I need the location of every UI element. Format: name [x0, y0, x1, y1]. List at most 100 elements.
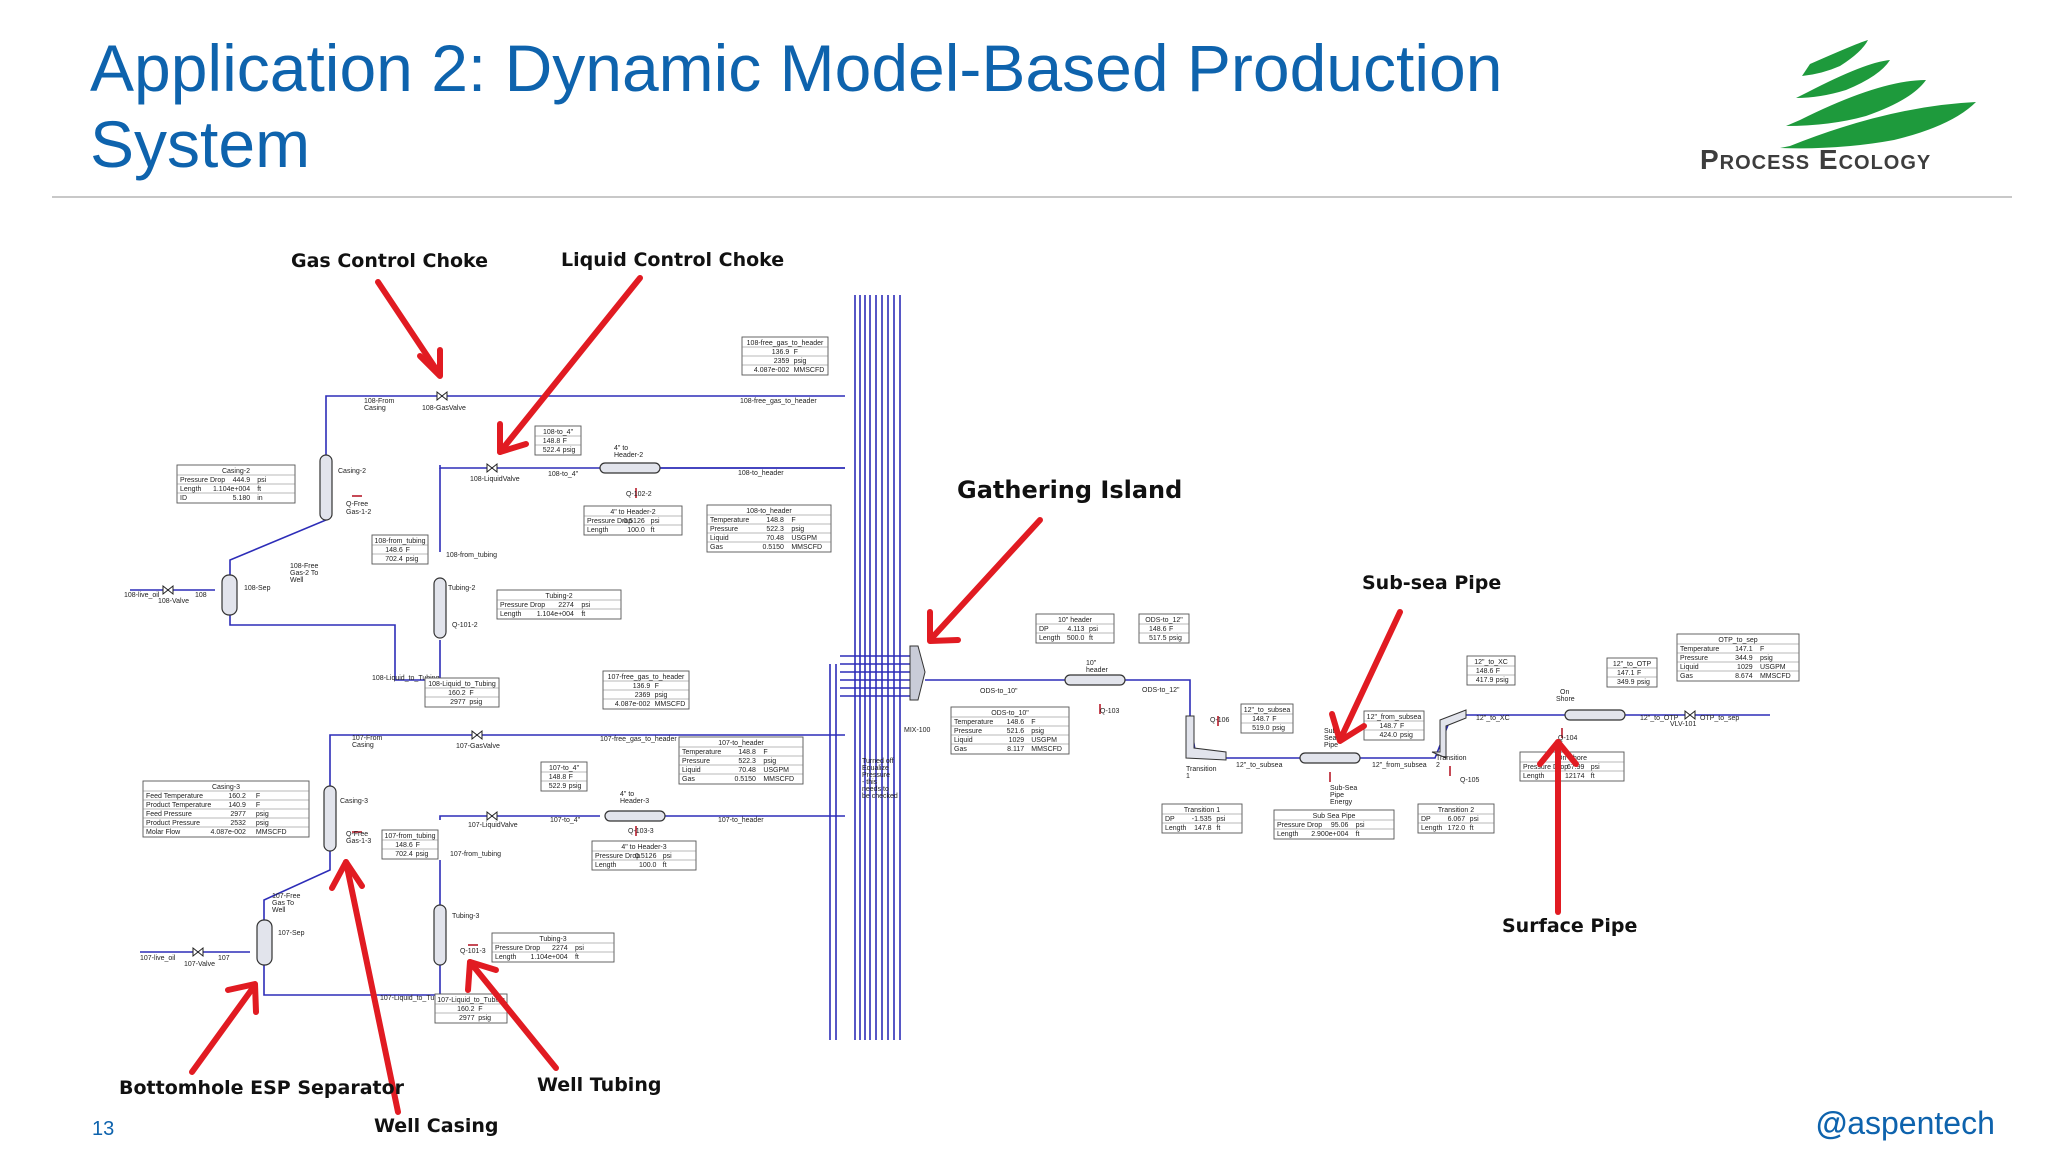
- table-cell: DP: [1039, 626, 1049, 633]
- table-cell: Pressure: [954, 728, 982, 735]
- table-cell: 6.067: [1448, 816, 1466, 823]
- valve-vlv-101[interactable]: [1684, 709, 1696, 721]
- table-cell: 4.087e-002: [754, 367, 790, 374]
- table-cell: 0.5126: [623, 518, 645, 525]
- table-title: Casing-3: [212, 784, 240, 791]
- table-cell: Gas: [710, 544, 723, 551]
- slide-number: 13: [92, 1118, 115, 1140]
- table-cell: 147.1: [1617, 670, 1635, 677]
- table-cell: F: [655, 683, 659, 690]
- transition-2-pipe: [1431, 709, 1467, 759]
- table-title: 4" to Header-2: [610, 509, 655, 516]
- mixer-mix-100: [909, 645, 926, 701]
- stream-label: Q-102-2: [626, 491, 652, 498]
- aspentech-logo: @aspentech: [1816, 1105, 1995, 1142]
- table-title: 108-from_tubing: [375, 538, 426, 545]
- stream-label: 108-from_tubing: [446, 552, 497, 559]
- stream-label: Q-106: [1210, 717, 1230, 724]
- table-cell: 522.3: [738, 758, 756, 765]
- table-title: 107-to_4": [549, 765, 580, 772]
- table-cell: Pressure Drop: [1523, 764, 1568, 771]
- title-line-1: Application 2: Dynamic Model-Based Produ…: [90, 31, 1503, 105]
- stream-label: 1: [1186, 773, 1190, 780]
- table-cell: Length: [500, 611, 522, 618]
- stream-label: Casing: [352, 742, 374, 749]
- valve-107[interactable]: [192, 946, 204, 958]
- gas-valve-107[interactable]: [471, 729, 483, 741]
- table-cell: Pressure: [1680, 655, 1708, 662]
- table-cell: F: [763, 749, 767, 756]
- stream-label: 107-Free: [272, 893, 301, 900]
- stream-label: Pipe: [1330, 792, 1344, 799]
- table-cell: ft: [1470, 825, 1474, 832]
- stream-label: 12"_to_subsea: [1236, 762, 1283, 769]
- table-cell: 517.5: [1149, 635, 1167, 642]
- table-cell: 100.0: [639, 862, 657, 869]
- table-cell: 702.4: [395, 851, 413, 858]
- table-cell: F: [1637, 670, 1641, 677]
- table-cell: Molar Flow: [146, 829, 181, 836]
- table-cell: MMSCFD: [1031, 746, 1062, 753]
- stream-label: Tubing-2: [448, 585, 475, 592]
- table-cell: Length: [1277, 831, 1299, 838]
- table-cell: psig: [569, 783, 582, 790]
- stream-label: Well: [290, 577, 304, 584]
- liquid-valve-107[interactable]: [486, 810, 498, 822]
- stream-label: 108-LiquidValve: [470, 476, 520, 483]
- label-surface-pipe: Surface Pipe: [1502, 915, 1637, 937]
- header-3-pipe: [604, 810, 666, 822]
- table-cell: 148.8: [766, 517, 784, 524]
- table-cell: Length: [495, 954, 517, 961]
- header-bus: [829, 295, 910, 1040]
- liquid-valve-108[interactable]: [486, 462, 498, 474]
- table-cell: Pressure: [682, 758, 710, 765]
- table-cell: psi: [1591, 764, 1600, 771]
- table-title: Casing-2: [222, 468, 250, 475]
- table-title: 108-Liquid_to_Tubing: [428, 681, 496, 688]
- table-cell: ft: [581, 611, 585, 618]
- table-cell: 2977: [230, 811, 246, 818]
- table-cell: psi: [1356, 822, 1365, 829]
- table-title: 10" header: [1058, 617, 1093, 624]
- table-cell: 12174: [1565, 773, 1585, 780]
- table-cell: 8.674: [1735, 673, 1753, 680]
- stream-label: 108-live_oil: [124, 592, 160, 599]
- label-liquid-control-choke: Liquid Control Choke: [561, 249, 784, 271]
- table-cell: F: [1400, 723, 1404, 730]
- table-cell: 1.104e+004: [537, 611, 574, 618]
- table-cell: 2274: [552, 945, 568, 952]
- stream-label: 108-Sep: [244, 585, 271, 592]
- table-frame: [950, 706, 1070, 755]
- note-line: Pressure: [862, 772, 890, 779]
- stream-label: 108: [195, 592, 207, 599]
- stream-label: 12"_to_XC: [1476, 715, 1510, 722]
- annotation-arrows: [189, 275, 1579, 1115]
- stream-label: VLV-101: [1670, 721, 1696, 728]
- stream-label: 107-Valve: [184, 961, 215, 968]
- table-cell: psig: [1169, 635, 1182, 642]
- table-cell: psig: [791, 526, 804, 533]
- gas-valve-108[interactable]: [436, 390, 448, 402]
- table-cell: 148.7: [1252, 716, 1270, 723]
- table-cell: F: [569, 774, 573, 781]
- table-cell: 2359: [774, 358, 790, 365]
- valve-108[interactable]: [162, 584, 174, 596]
- stream-label: 10": [1086, 660, 1097, 667]
- table-cell: psig: [1031, 728, 1044, 735]
- stream-label: Q-103-3: [628, 828, 654, 835]
- table-title: 12"_to_OTP: [1613, 661, 1652, 668]
- stream-label: 107-Sep: [278, 930, 305, 937]
- slide-title: Application 2: Dynamic Model-Based Produ…: [90, 30, 1502, 182]
- table-cell: psig: [1400, 732, 1413, 739]
- note-line: Equalize: [862, 765, 889, 772]
- table-cell: USGPM: [763, 767, 789, 774]
- table-cell: 522.4: [543, 447, 561, 454]
- table-frame: [1240, 703, 1294, 734]
- stream-label: Gas To: [272, 900, 294, 907]
- stream-label: 107-free_gas_to_header: [600, 736, 677, 743]
- table-cell: Pressure: [710, 526, 738, 533]
